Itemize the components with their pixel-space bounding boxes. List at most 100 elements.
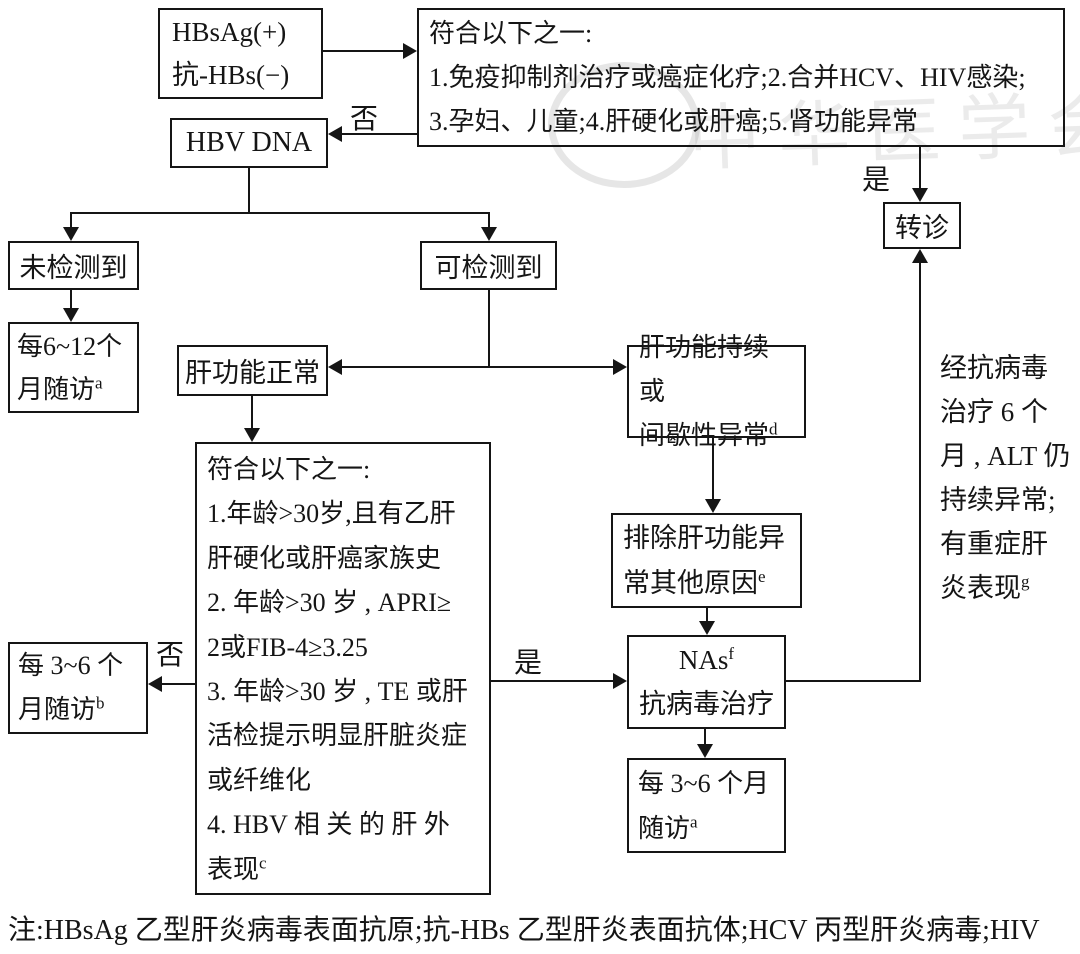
connector-hbvdna-stem — [248, 168, 250, 213]
exclude-other-line1: 排除肝功能异 — [623, 522, 785, 553]
side-note-line3: 月 , ALT 仍 — [940, 441, 1071, 471]
treatment-criteria-line4: 2. 年龄>30 岁 , APRI≥ — [207, 588, 452, 618]
liver-abnormal-line1: 肝功能持续或 — [639, 332, 770, 406]
arrowhead-down-icon — [697, 744, 713, 758]
connector-abnormal-to-exclude — [712, 438, 714, 499]
followup-3-6-a-line2: 随访a — [638, 806, 775, 851]
arrowhead-up-icon — [912, 249, 928, 263]
treatment-criteria-line7: 活检提示明显肝脏炎症 — [207, 721, 468, 751]
arrowhead-left-icon — [148, 676, 162, 692]
treatment-criteria-line6: 3. 年龄>30 岁 , TE 或肝 — [207, 677, 468, 707]
node-hbsag-status: HBsAg(+) 抗-HBs(−) — [158, 8, 323, 99]
label-yes-top: 是 — [862, 165, 891, 196]
arrowhead-down-icon — [63, 227, 79, 241]
arrowhead-down-icon — [244, 428, 260, 442]
treatment-criteria-line2: 1.年龄>30岁,且有乙肝 — [207, 499, 456, 529]
nas-text: NAs — [678, 645, 729, 675]
arrowhead-right-icon — [613, 673, 627, 689]
side-note-line5: 有重症肝 — [940, 529, 1048, 559]
footnote-mark-g: g — [1021, 572, 1030, 591]
node-detected: 可检测到 — [420, 241, 557, 290]
connector-normal-to-criteria — [251, 396, 253, 428]
liver-abnormal-text: 间歇性异常 — [639, 420, 770, 450]
footnote-mark-b: b — [96, 693, 105, 713]
footnote-mark-a2: a — [690, 811, 698, 831]
footnote-mark-c: c — [259, 853, 267, 872]
connector-nas-to-riser — [786, 680, 921, 682]
treatment-criteria-line1: 符合以下之一: — [207, 455, 371, 484]
side-note-antiviral: 经抗病毒 治疗 6 个 月 , ALT 仍 持续异常; 有重症肝 炎表现g — [940, 346, 1080, 610]
node-hbsag-line1: HBsAg(+) — [172, 16, 287, 47]
referral-criteria-line1: 符合以下之一: — [429, 19, 593, 48]
node-followup-6-12: 每6~12个 月随访a — [8, 322, 139, 413]
arrowhead-left-icon — [328, 359, 342, 375]
treatment-criteria-line10: 表现c — [207, 848, 479, 892]
side-note-line6: 炎表现g — [940, 566, 1080, 610]
liver-abnormal-line2: 间歇性异常d — [639, 414, 794, 458]
followup-3-6-a-text: 随访 — [638, 813, 691, 843]
side-note-line4: 持续异常; — [940, 485, 1056, 515]
connector-detected-stem — [488, 290, 490, 368]
connector-criteria-to-hbvdna — [342, 133, 417, 135]
followup-3-6-b-line2: 月随访b — [18, 688, 138, 732]
node-followup-3-6-b: 每 3~6 个 月随访b — [8, 642, 148, 734]
footnote-legend: 注:HBsAg 乙型肝炎病毒表面抗原;抗-HBs 乙型肝炎表面抗体;HCV 丙型… — [8, 915, 1040, 946]
node-exclude-other-causes: 排除肝功能异 常其他原因e — [611, 513, 802, 608]
arrowhead-right-icon — [403, 43, 417, 59]
label-no-left: 否 — [156, 640, 185, 671]
connector-criteria-no-to-followup — [162, 683, 196, 685]
treatment-criteria-line3: 肝硬化或肝癌家族史 — [207, 543, 442, 573]
footnote-mark-d: d — [769, 418, 778, 438]
footnote-mark-e: e — [758, 566, 766, 586]
footnote-mark-f: f — [728, 644, 735, 663]
node-followup-3-6-a: 每 3~6 个月 随访a — [627, 758, 786, 853]
connector-detected-split — [342, 366, 613, 368]
arrowhead-right-icon — [613, 359, 627, 375]
arrowhead-left-icon — [328, 126, 342, 142]
node-hbsag-line2: 抗-HBs(−) — [172, 59, 290, 90]
referral-criteria-line3: 3.孕妇、儿童;4.肝硬化或肝癌;5.肾功能异常 — [429, 107, 918, 136]
nas-line1: NAsf — [629, 638, 784, 682]
connector-branch-left — [70, 212, 72, 228]
followup-3-6-b-line1: 每 3~6 个 — [18, 651, 124, 680]
nas-line2: 抗病毒治疗 — [639, 689, 774, 719]
connector-notdetected-to-followup — [70, 290, 72, 309]
node-hbv-dna: HBV DNA — [170, 118, 328, 168]
treatment-criteria-line9: 4. HBV 相 关 的 肝 外 — [207, 810, 450, 840]
watermark-seal-icon — [548, 62, 700, 188]
connector-riser-to-referral — [919, 263, 921, 682]
connector-nas-to-followup — [704, 729, 706, 744]
connector-criteria-to-referral — [919, 147, 921, 188]
arrowhead-down-icon — [481, 227, 497, 241]
treatment-criteria-line5: 2或FIB-4≥3.25 — [207, 632, 368, 662]
connector-exclude-to-nas — [706, 608, 708, 621]
arrowhead-down-icon — [63, 308, 79, 322]
exclude-other-text: 常其他原因 — [623, 567, 758, 598]
node-referral: 转诊 — [883, 202, 961, 249]
arrowhead-down-icon — [912, 188, 928, 202]
followup-6-12-line2: 月随访a — [17, 368, 130, 411]
followup-3-6-b-text: 月随访 — [18, 695, 97, 724]
connector-branch-right — [488, 212, 490, 228]
arrowhead-down-icon — [699, 621, 715, 635]
node-treatment-criteria: 符合以下之一: 1.年龄>30岁,且有乙肝 肝硬化或肝癌家族史 2. 年龄>30… — [195, 442, 491, 895]
connector-criteria-yes-to-nas — [491, 680, 613, 682]
side-note-text: 炎表现 — [940, 573, 1021, 603]
connector-hbsag-to-criteria — [323, 50, 403, 52]
label-yes-mid: 是 — [514, 648, 543, 679]
node-not-detected: 未检测到 — [8, 241, 139, 290]
label-no-top: 否 — [350, 104, 379, 135]
node-referral-criteria: 符合以下之一: 1.免疫抑制剂治疗或癌症化疗;2.合并HCV、HIV感染; 3.… — [417, 8, 1065, 147]
footnote-mark-a: a — [95, 372, 103, 392]
arrowhead-down-icon — [705, 499, 721, 513]
side-note-line1: 经抗病毒 — [940, 353, 1048, 383]
referral-criteria-line2: 1.免疫抑制剂治疗或癌症化疗;2.合并HCV、HIV感染; — [429, 63, 1026, 92]
exclude-other-line2: 常其他原因e — [623, 561, 790, 606]
followup-6-12-text: 月随访 — [17, 374, 96, 404]
treatment-criteria-line8: 或纤维化 — [207, 765, 312, 795]
node-liver-abnormal: 肝功能持续或 间歇性异常d — [627, 333, 806, 450]
treatment-criteria-text: 表现 — [207, 854, 260, 884]
node-liver-normal: 肝功能正常 — [177, 345, 328, 396]
followup-6-12-line1: 每6~12个 — [17, 331, 123, 361]
